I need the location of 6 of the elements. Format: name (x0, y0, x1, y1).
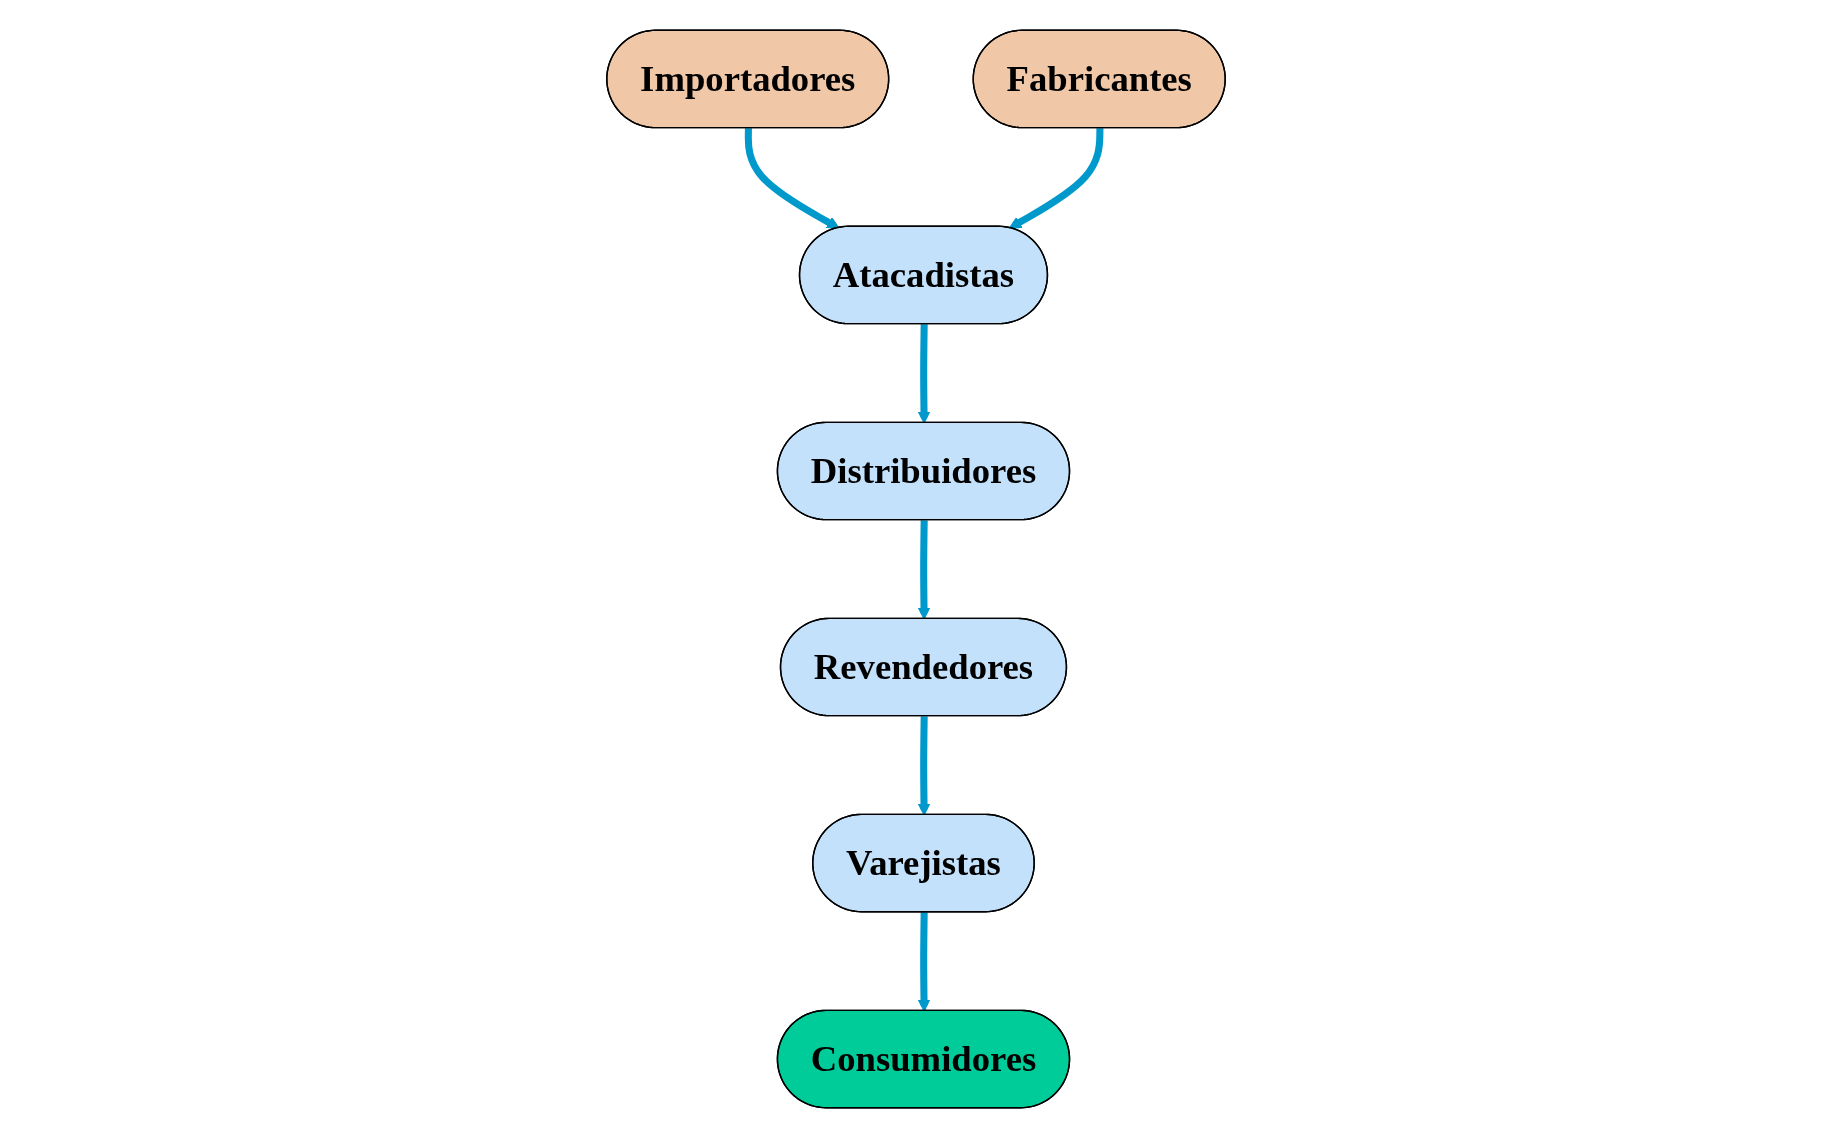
arrow (917, 716, 931, 816)
arrow (1008, 128, 1104, 229)
arrow (917, 912, 931, 1012)
arrow (917, 324, 931, 424)
arrow (917, 520, 931, 620)
arrow (744, 128, 840, 229)
